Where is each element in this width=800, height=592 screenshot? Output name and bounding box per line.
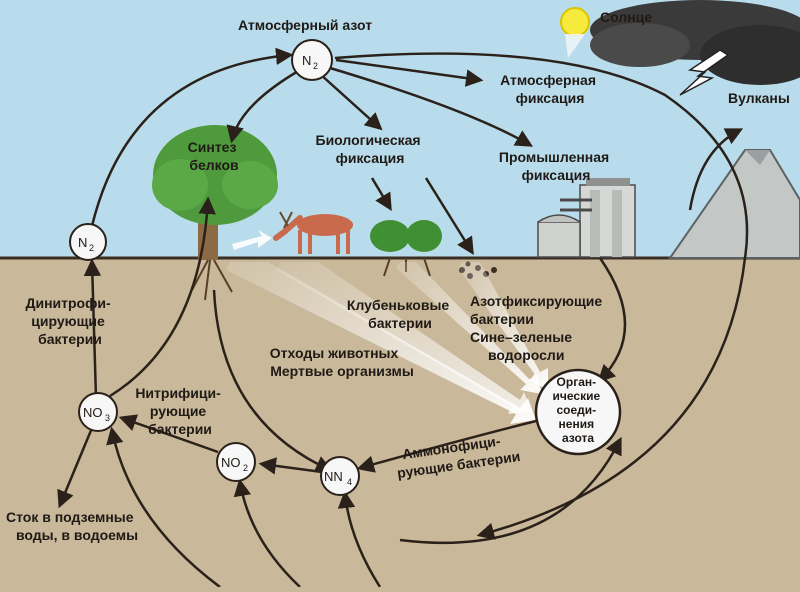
arrow-n2top-to-biofix xyxy=(319,73,383,131)
node-n2-top: N 2 xyxy=(291,39,333,81)
node-no2: NO 2 xyxy=(216,442,256,482)
lightning-icon xyxy=(679,49,730,96)
node-nn4: NN 4 xyxy=(320,456,360,496)
arrow-volcano-up xyxy=(688,128,744,211)
node-no3: NO 3 xyxy=(78,392,118,432)
arrow-no3-to-n2left xyxy=(83,258,102,399)
tree xyxy=(152,125,278,301)
arrow-nn4-to-no2 xyxy=(258,457,323,475)
cycle-arrows xyxy=(57,47,749,589)
label-nodule-bacteria: Клубеньковые бактерии xyxy=(347,297,453,331)
label-nitrifying-bacteria: Нитрифици- рующие бактерии xyxy=(135,385,224,437)
label-volcanoes: Вулканы xyxy=(728,90,790,106)
arrow-bottom-to-organic xyxy=(399,436,622,545)
node-nn4-subscript: 4 xyxy=(347,477,352,487)
arrow-soil-to-nn4 xyxy=(337,490,382,588)
node-n2-top-symbol: N xyxy=(302,53,311,68)
arrow-n2top-to-industrial xyxy=(329,66,534,147)
arrow-n2top-to-volcano xyxy=(334,52,749,540)
arrow-n2top-to-tree xyxy=(226,68,301,144)
label-denitrifying-bacteria: Динитрофи- цирующие бактерии xyxy=(25,295,114,347)
label-biological-fixation: Биологическая фиксация xyxy=(316,132,425,166)
node-no2-subscript: 2 xyxy=(243,463,248,473)
node-no2-symbol: NO xyxy=(221,455,241,470)
arrow-n2top-to-atmfix xyxy=(335,58,484,87)
label-runoff: Сток в подземные воды, в водоемы xyxy=(6,509,138,543)
arrow-factory-to-organic xyxy=(597,257,627,383)
node-n2-left-subscript: 2 xyxy=(89,243,94,253)
storm-cloud xyxy=(590,0,800,85)
node-n2-left-symbol: N xyxy=(78,235,87,250)
arrow-soil-to-no2 xyxy=(233,478,301,588)
sun-icon xyxy=(560,7,590,58)
arrow-organic-to-nn4 xyxy=(356,418,541,473)
label-protein-synthesis: Синтез белков xyxy=(188,139,241,173)
node-nn4-symbol: NN xyxy=(324,469,343,484)
arrow-no3-to-runoff xyxy=(57,427,94,509)
node-organic-compounds xyxy=(534,368,622,456)
node-n2-left: N 2 xyxy=(69,223,107,261)
label-atmospheric-nitrogen: Атмосферный азот xyxy=(238,17,372,33)
label-organic-compounds: Орган- ические соеди- нения азота xyxy=(553,375,604,445)
factory xyxy=(537,178,636,258)
label-animal-waste: Отходы животных Мертвые организмы xyxy=(270,345,414,379)
label-sun: Солнце xyxy=(600,9,652,25)
arrow-biofix-to-bacteria xyxy=(424,177,474,255)
arrow-biofix-to-shrubs xyxy=(370,177,392,212)
arrow-soil-to-no3 xyxy=(106,426,221,589)
node-no3-subscript: 3 xyxy=(105,413,110,423)
arrow-no2-to-no3 xyxy=(118,414,219,454)
label-atmospheric-fixation: Атмосферная фиксация xyxy=(500,72,600,106)
arrow-tree-roots-to-nn4 xyxy=(212,289,334,473)
decomposition-flow xyxy=(226,230,548,424)
node-n2-top-subscript: 2 xyxy=(313,61,318,71)
label-nitrogen-fixing-bacteria: Азотфиксирующие бактерии Сине–зеленые во… xyxy=(470,293,606,363)
arrow-n2left-to-n2top xyxy=(90,47,294,227)
node-no3-symbol: NO xyxy=(83,405,103,420)
arrow-no3-to-tree xyxy=(109,196,216,398)
label-industrial-fixation: Промышленная фиксация xyxy=(499,149,613,183)
deer xyxy=(273,211,353,254)
